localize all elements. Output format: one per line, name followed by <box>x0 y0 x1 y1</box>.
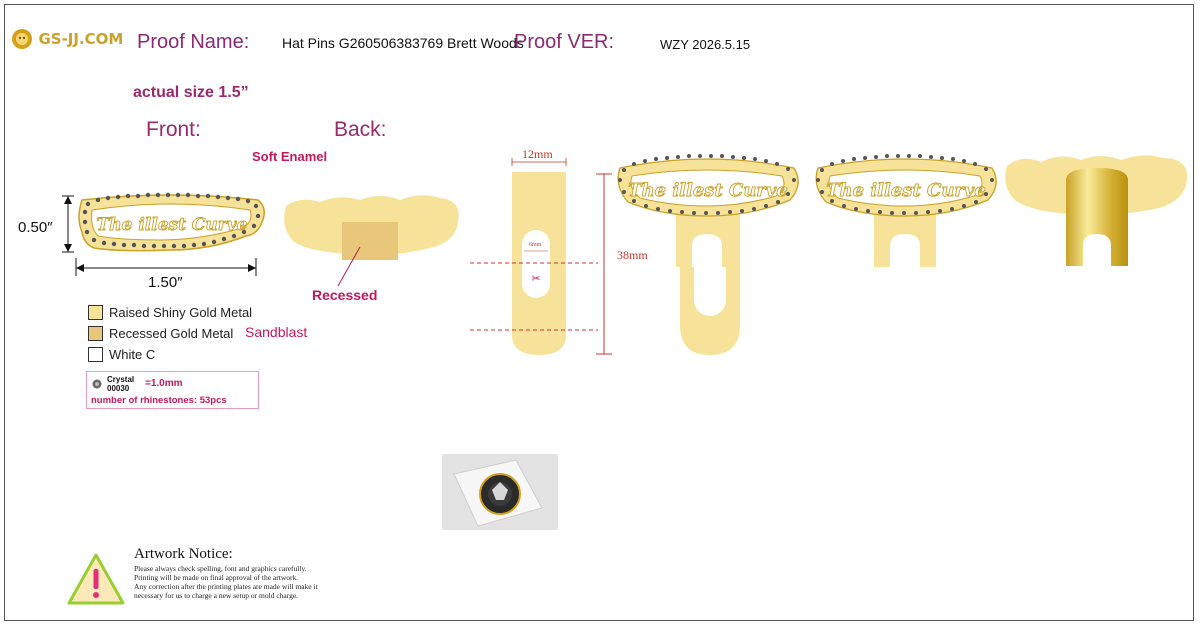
lion-logo-icon <box>12 29 32 49</box>
legend-swatch-recessed <box>88 326 103 341</box>
crystal-size: =1.0mm <box>145 378 183 389</box>
legend-label-white: White C <box>109 347 156 362</box>
notice-title: Artwork Notice: <box>134 546 233 562</box>
notice-line-2: Printing will be made on final approval … <box>134 573 299 582</box>
legend-swatch-white <box>88 347 103 362</box>
proof-ver-value: WZY 2026.5.15 <box>660 37 751 52</box>
legend-extra-sandblast: Sandblast <box>245 324 308 340</box>
back-pin-drawing <box>284 195 459 287</box>
notice-line-3: Any correction after the printing plates… <box>134 582 318 591</box>
proof-frame <box>4 4 1194 621</box>
front-pin-text: The illest Curve <box>97 215 248 235</box>
proof-name-value: Hat Pins G260506383769 Brett Woods <box>282 35 524 51</box>
scissors-icon: ✂ <box>531 272 540 285</box>
rhinestone-count: number of rhinestones: 53pcs <box>91 395 227 406</box>
pin-assembly-view-1: The illest Curve <box>617 154 799 267</box>
legend-label-raised: Raised Shiny Gold Metal <box>109 305 253 320</box>
logo-text: GS-JJ.COM <box>38 30 124 48</box>
clip-height-dim: 38mm <box>617 248 648 262</box>
crystal-icon <box>92 379 102 389</box>
back-label: Back: <box>334 118 387 141</box>
legend-label-recessed: Recessed Gold Metal <box>109 326 234 341</box>
notice-line-4: necessary for us to charge a new setup o… <box>134 591 299 600</box>
product-photo <box>442 454 558 530</box>
clip-width-dim: 12mm <box>522 147 553 161</box>
proof-name-label: Proof Name: <box>137 31 250 53</box>
legend-swatch-raised <box>88 305 103 320</box>
clip-hole-dim: 6mm <box>529 242 542 248</box>
assembly-1-text: The illest Curve <box>628 180 788 201</box>
warning-icon <box>67 553 125 605</box>
crystal-name: Crystal <box>107 375 135 384</box>
recessed-area <box>342 222 398 260</box>
clip-slot <box>522 230 550 298</box>
height-dimension: 0.50″ <box>18 219 53 236</box>
width-dimension: 1.50″ <box>148 274 183 291</box>
assembly-2-text: The illest Curve <box>826 180 986 201</box>
brand-logo: GS-JJ.COM <box>10 28 123 50</box>
front-rhinestones <box>82 192 261 249</box>
actual-size-label: actual size 1.5” <box>133 84 249 101</box>
pin-back-assembly-view <box>1005 155 1188 266</box>
enamel-type-label: Soft Enamel <box>252 149 328 164</box>
clip-technical-drawing: ✂ <box>470 158 612 355</box>
front-label: Front: <box>146 118 201 141</box>
proof-ver-label: Proof VER: <box>514 31 615 53</box>
crystal-code: 00030 <box>107 384 130 393</box>
pin-assembly-view-2: The illest Curve <box>815 154 997 267</box>
front-pin-drawing: The illest Curve <box>62 192 265 276</box>
notice-line-1: Please always check spelling, font and g… <box>134 564 307 573</box>
crystal-box: Crystal 00030 =1.0mm number of rhineston… <box>86 371 259 409</box>
recessed-label: Recessed <box>312 287 378 303</box>
